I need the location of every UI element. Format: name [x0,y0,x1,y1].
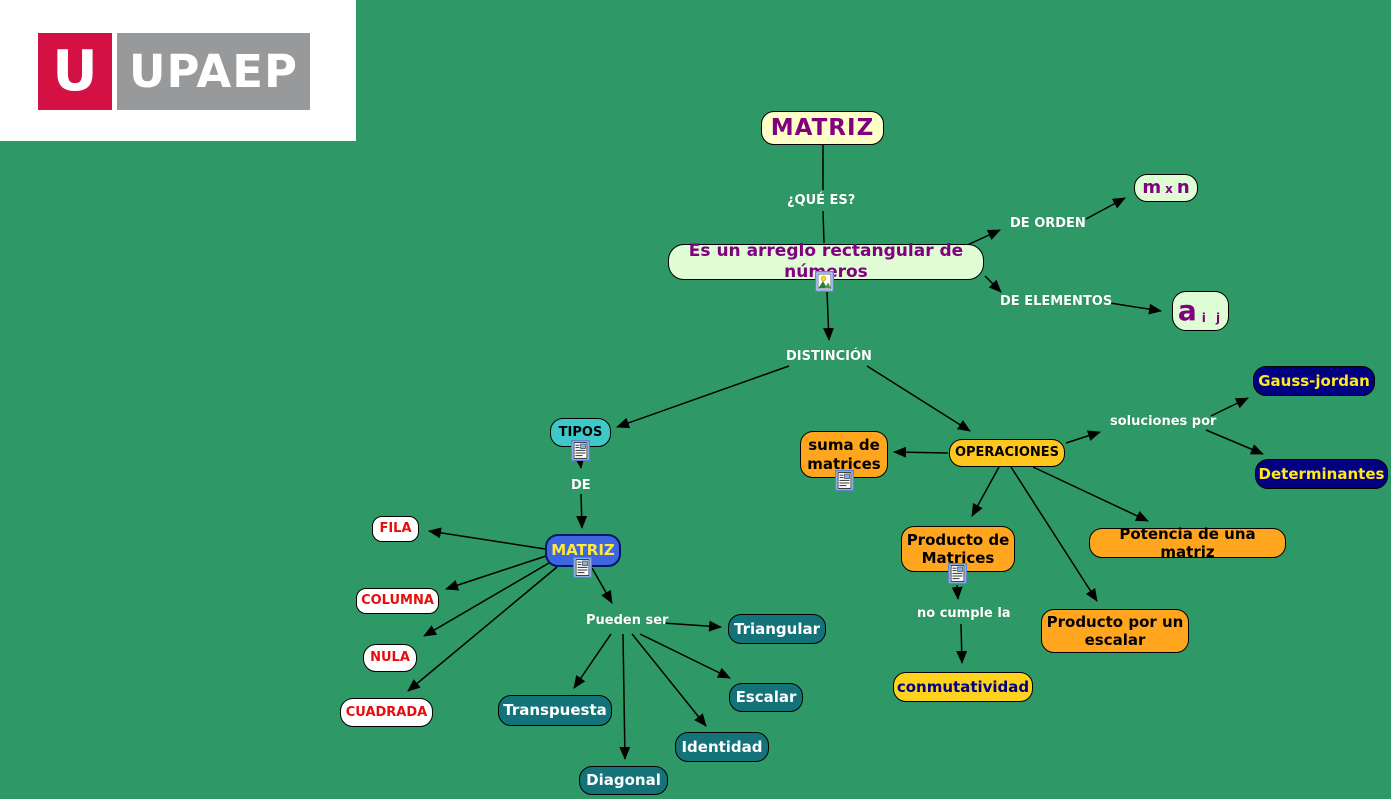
concept-triangular[interactable]: Triangular [728,614,826,644]
mxn-x: x [1165,181,1173,196]
document-resource-icon[interactable] [573,557,592,582]
concept-columna[interactable]: COLUMNA [356,588,439,614]
document-resource-icon[interactable] [835,470,854,495]
upaep-logo: U UPAEP [0,0,356,141]
linking-phrase-distincion[interactable]: DISTINCIÓN [786,349,872,364]
linking-phrase-que-es[interactable]: ¿QUÉ ES? [787,193,856,208]
concept-producto-de-matrices[interactable]: Producto de Matrices [901,526,1015,572]
concept-escalar[interactable]: Escalar [729,683,803,712]
concept-operaciones[interactable]: OPERACIONES [949,439,1065,467]
concept-transpuesta[interactable]: Transpuesta [498,695,612,726]
concept-producto-por-un-escalar[interactable]: Producto por un escalar [1041,609,1189,653]
concept-identidad[interactable]: Identidad [675,732,769,762]
concept-conmutatividad[interactable]: conmutatividad [893,672,1033,702]
concept-diagonal[interactable]: Diagonal [579,766,668,795]
concept-potencia-de-una-matriz[interactable]: Potencia de una matriz [1089,525,1286,561]
concept-nula[interactable]: NULA [363,644,417,672]
document-resource-icon[interactable] [571,440,590,465]
mxn-n: n [1176,177,1190,199]
upaep-logo-text: UPAEP [117,33,310,110]
concept-tipos[interactable]: TIPOS [550,418,611,447]
linking-phrase-de-elementos[interactable]: DE ELEMENTOS [1000,294,1113,309]
concept-cuadrada[interactable]: CUADRADA [340,698,433,727]
aij-subscript: i j [1201,310,1224,325]
mxn-m: m [1142,177,1162,199]
linking-phrase-de-orden[interactable]: DE ORDEN [1010,216,1086,231]
aij-base: a [1177,294,1197,327]
linking-phrase-de[interactable]: DE [571,478,591,493]
concept-elemento-aij[interactable]: a i j [1172,291,1229,331]
image-resource-icon[interactable] [815,271,834,296]
upaep-logo-mark: U [38,33,112,110]
concept-gauss-jordan[interactable]: Gauss-jordan [1253,366,1375,396]
concept-definicion[interactable]: Es un arreglo rectangular de números [668,241,984,282]
concept-determinantes[interactable]: Determinantes [1255,459,1388,489]
concept-fila[interactable]: FILA [372,516,419,542]
upaep-logo-letter: U [52,39,98,104]
concept-orden-mxn[interactable]: m x n [1134,174,1198,202]
concept-matriz-title[interactable]: MATRIZ [761,111,884,145]
linking-phrase-no-cumple-la[interactable]: no cumple la [917,606,1011,621]
linking-phrase-pueden-ser[interactable]: Pueden ser [586,613,669,628]
upaep-wordmark: UPAEP [129,45,298,98]
document-resource-icon[interactable] [948,563,967,588]
linking-phrase-soluciones-por[interactable]: soluciones por [1110,414,1217,429]
